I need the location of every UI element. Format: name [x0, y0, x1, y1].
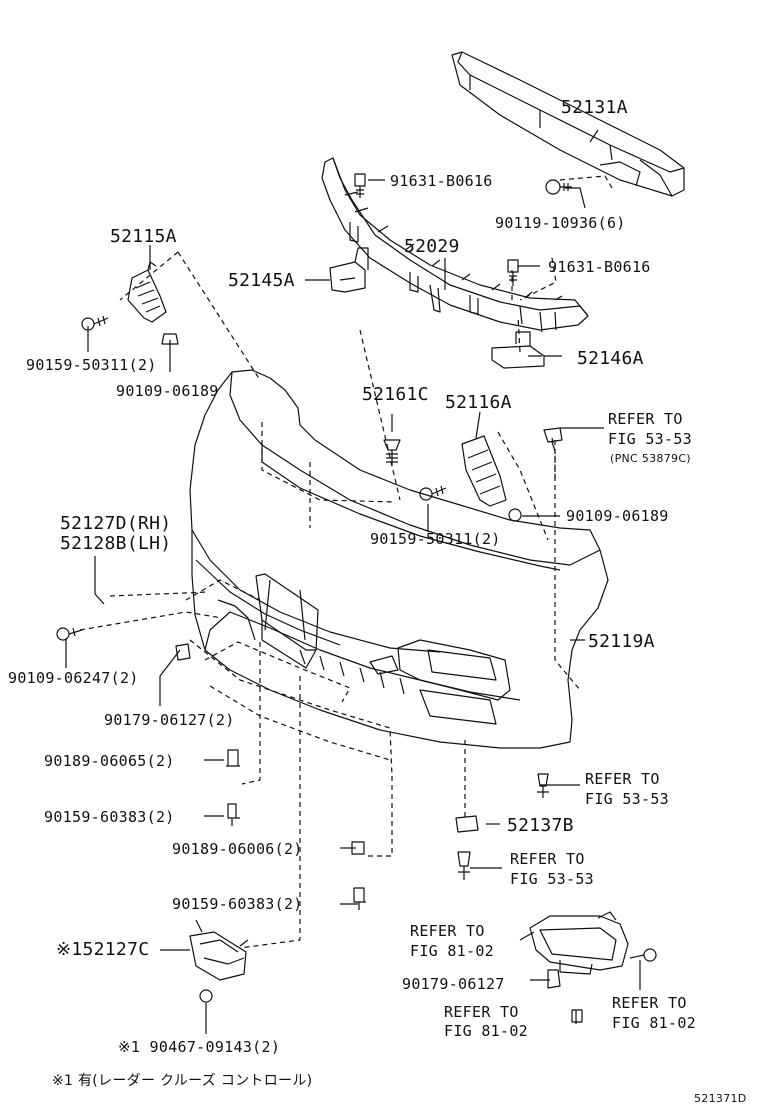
- label-90159-60383-a: 90159-60383(2): [44, 808, 175, 826]
- retainer-52115a: [127, 261, 167, 323]
- label-90179-06127-right: 90179-06127: [402, 975, 505, 993]
- label-90189-06065: 90189-06065(2): [44, 752, 175, 770]
- label-refer-to-5: REFER TO: [612, 994, 687, 1012]
- label-refer-to-2: REFER TO: [585, 770, 660, 788]
- reinforcement-52029: [321, 157, 589, 333]
- label-90119: 90119-10936(6): [495, 214, 626, 232]
- label-90159-50311-left: 90159-50311(2): [26, 356, 157, 374]
- label-52137b: 52137B: [507, 815, 574, 836]
- label-52029: 52029: [404, 236, 460, 257]
- absorber-52131a: [451, 51, 685, 197]
- label-refer-to-1: REFER TO: [608, 410, 683, 428]
- hidden-lines: [79, 175, 613, 949]
- bracket-152127c: [189, 919, 249, 981]
- fog-lamp: [529, 911, 629, 975]
- label-52146a: 52146A: [577, 348, 644, 369]
- bumper-cover-52119a: [189, 369, 609, 749]
- label-52128b: 52128B(LH): [60, 533, 172, 554]
- bracket-52145a: [329, 247, 369, 293]
- label-refer-to-4: REFER TO: [410, 922, 485, 940]
- retainer-52116a: [461, 435, 507, 507]
- label-fig-53-53-1: FIG 53-53: [608, 430, 692, 448]
- label-90159-60383-b: 90159-60383(2): [172, 895, 303, 913]
- label-91631-mid: 91631-B0616: [548, 258, 651, 276]
- label-52161c: 52161C: [362, 384, 429, 405]
- fasteners: [56, 173, 657, 1023]
- label-90189-06006: 90189-06006(2): [172, 840, 303, 858]
- label-52145a: 52145A: [228, 270, 295, 291]
- label-refer-to-3: REFER TO: [510, 850, 585, 868]
- label-pnc-note: (PNC 53879C): [610, 452, 691, 465]
- label-52115a: 52115A: [110, 226, 177, 247]
- label-52119a: 52119A: [588, 631, 655, 652]
- label-91631-top: 91631-B0616: [390, 172, 493, 190]
- bracket-52146a: [491, 331, 545, 369]
- label-fig-53-53-3: FIG 53-53: [510, 870, 594, 888]
- label-90109-06189-right: 90109-06189: [566, 507, 669, 525]
- footnote: ※1 有(レーダー クルーズ コントロール): [52, 1073, 313, 1089]
- label-fig-53-53-2: FIG 53-53: [585, 790, 669, 808]
- label-90467: ※1 90467-09143(2): [118, 1038, 281, 1056]
- label-52127d: 52127D(RH): [60, 513, 172, 534]
- label-90159-50311-center: 90159-50311(2): [370, 530, 501, 548]
- label-52131a: 52131A: [561, 97, 628, 118]
- label-refer-to-6: REFER TO: [444, 1003, 519, 1021]
- label-90179-06127-left: 90179-06127(2): [104, 711, 235, 729]
- label-90109-06247: 90109-06247(2): [8, 669, 139, 687]
- label-90109-06189-left: 90109-06189: [116, 382, 219, 400]
- diagram-id: 521371D: [694, 1092, 747, 1105]
- label-52116a: 52116A: [445, 392, 512, 413]
- label-fig-81-02-3: FIG 81-02: [444, 1022, 528, 1040]
- label-fig-81-02-1: FIG 81-02: [410, 942, 494, 960]
- label-152127c: ※152127C: [56, 939, 150, 960]
- label-fig-81-02-2: FIG 81-02: [612, 1014, 696, 1032]
